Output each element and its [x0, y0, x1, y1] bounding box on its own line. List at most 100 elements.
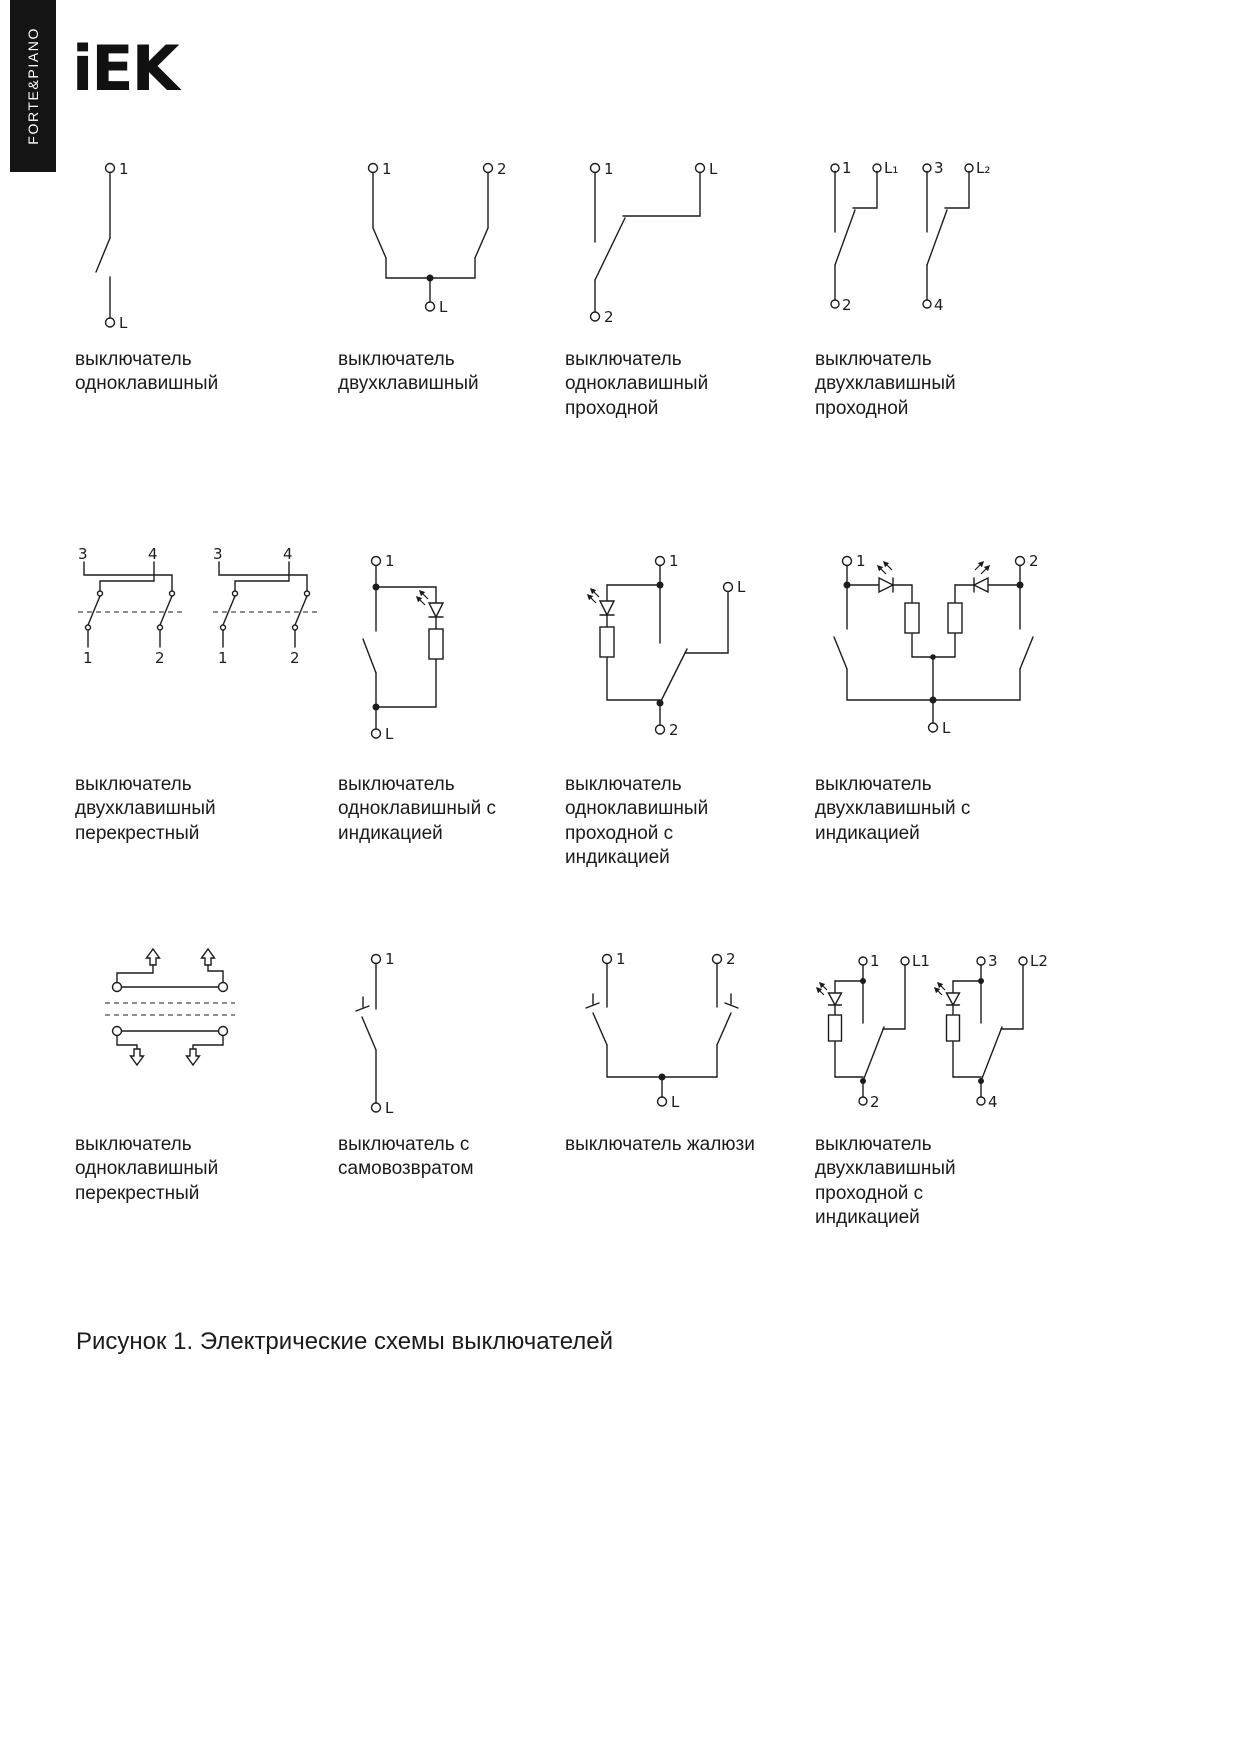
direction-arrow-icon — [145, 947, 161, 966]
diagram-caption: выключатель одноклавишный проходной — [565, 349, 709, 419]
terminal-label: L₁ — [884, 159, 898, 177]
terminal — [1018, 956, 1028, 966]
terminal-label: 3 — [934, 159, 944, 177]
diagram-caption: выключатель одноклавишный проходной с ин… — [565, 774, 709, 868]
resistor-icon — [945, 1014, 961, 1042]
terminal-label: L — [385, 1099, 394, 1117]
terminal-label: 1 — [856, 552, 866, 570]
wires — [116, 964, 224, 1050]
junction-dot — [929, 696, 937, 704]
junction-dot — [860, 978, 866, 984]
wires — [594, 171, 701, 313]
led-icon — [815, 981, 843, 1007]
diagram-caption: выключатель двухклавишный проходной — [815, 349, 956, 419]
contact — [231, 590, 239, 597]
circuit-two-way-switch-indicator: 1 — [586, 552, 746, 739]
terminal-label: 3 — [78, 545, 88, 563]
contact — [111, 1025, 123, 1037]
terminal — [830, 299, 840, 309]
junction-dot — [656, 581, 664, 589]
junction-dot — [658, 1073, 666, 1081]
resistor-icon — [904, 602, 920, 634]
junction-dot — [1016, 581, 1024, 589]
terminal — [601, 953, 613, 965]
terminal — [370, 953, 382, 965]
contact — [219, 624, 227, 631]
diagram-art: 1 L — [75, 150, 295, 348]
terminal — [922, 299, 932, 309]
terminal-label: L2 — [1030, 952, 1048, 970]
terminal-label: 1 — [83, 649, 93, 667]
momentary-actuator-icon — [355, 996, 370, 1012]
series-sidebar: FORTE&PIANO — [10, 0, 56, 172]
terminal — [370, 555, 382, 567]
junction-dot — [372, 583, 380, 591]
direction-arrow-icon — [129, 1048, 145, 1067]
resistor-icon — [428, 628, 444, 660]
resistor-icon — [599, 626, 615, 658]
circuit-two-gang-switch-indicator: 1 2 — [833, 552, 1039, 737]
terminal-label: 2 — [604, 308, 614, 326]
wires — [83, 561, 173, 648]
junction-dot — [656, 699, 664, 707]
contact — [217, 981, 229, 993]
contact — [111, 981, 123, 993]
terminal — [370, 1102, 382, 1113]
junction-dot — [426, 274, 434, 282]
diagram-cell: 1 2 — [565, 945, 815, 1365]
terminal-label: 2 — [497, 160, 507, 178]
led-icon — [415, 589, 445, 619]
wires — [375, 564, 437, 730]
terminal-label: 2 — [726, 950, 736, 968]
diagram-cell: 1 L₁ 2 3 L₂ — [815, 150, 1085, 545]
terminal — [656, 1096, 668, 1107]
diagram-cell: 1 2 L — [338, 150, 565, 545]
switch-blade — [862, 1026, 885, 1082]
diagram-art: 1 L 2 — [565, 150, 775, 348]
switch-blade — [980, 1026, 1003, 1082]
terminal — [858, 956, 868, 966]
diagram-caption: выключатель одноклавишный с индикацией — [338, 774, 496, 844]
terminal — [694, 162, 706, 174]
circuit-two-gang-two-way-switch: 1 L₁ 2 3 L₂ — [830, 159, 990, 314]
series-label: FORTE&PIANO — [25, 27, 41, 145]
terminal — [654, 555, 666, 567]
terminal-label: L — [385, 725, 394, 743]
terminal-label: 1 — [870, 952, 880, 970]
terminal-label: L — [671, 1093, 680, 1111]
terminal — [976, 1096, 986, 1106]
terminal-label: 1 — [669, 552, 679, 570]
switch-blade — [833, 636, 848, 670]
terminal-label: L1 — [912, 952, 930, 970]
terminal — [841, 555, 853, 567]
terminal-label: 2 — [669, 721, 679, 739]
resistor-icon — [947, 602, 963, 634]
terminal-label: 2 — [155, 649, 165, 667]
junction-dot — [860, 1078, 866, 1084]
terminal — [589, 311, 601, 322]
terminal-label: 3 — [988, 952, 998, 970]
wires — [834, 964, 906, 1098]
circuit-single-switch: 1 L — [95, 160, 129, 332]
terminal — [367, 162, 379, 174]
diagram-art: 1 L1 — [815, 945, 1085, 1133]
terminal-label: 4 — [934, 296, 944, 314]
wires — [606, 564, 729, 726]
junction-dot — [843, 581, 851, 589]
led-icon — [933, 981, 961, 1007]
diagram-cell: 1 — [338, 545, 565, 945]
wires — [834, 170, 878, 301]
switch-blade — [716, 1012, 732, 1046]
iek-logo: iEK — [72, 32, 180, 105]
diagram-caption: выключатель жалюзи — [565, 1134, 755, 1155]
junction-dot — [372, 703, 380, 711]
diagram-art: 1 L — [338, 945, 478, 1133]
diagram-caption: выключатель двухклавишный проходной с ин… — [815, 1134, 956, 1228]
switch-blade — [362, 638, 377, 674]
terminal-label: L — [439, 298, 448, 316]
circuit-single-crossover-switch — [105, 947, 235, 1067]
terminal — [900, 956, 910, 966]
terminal-label: L₂ — [976, 159, 990, 177]
direction-arrow-icon — [200, 947, 216, 966]
wires — [952, 964, 1024, 1098]
